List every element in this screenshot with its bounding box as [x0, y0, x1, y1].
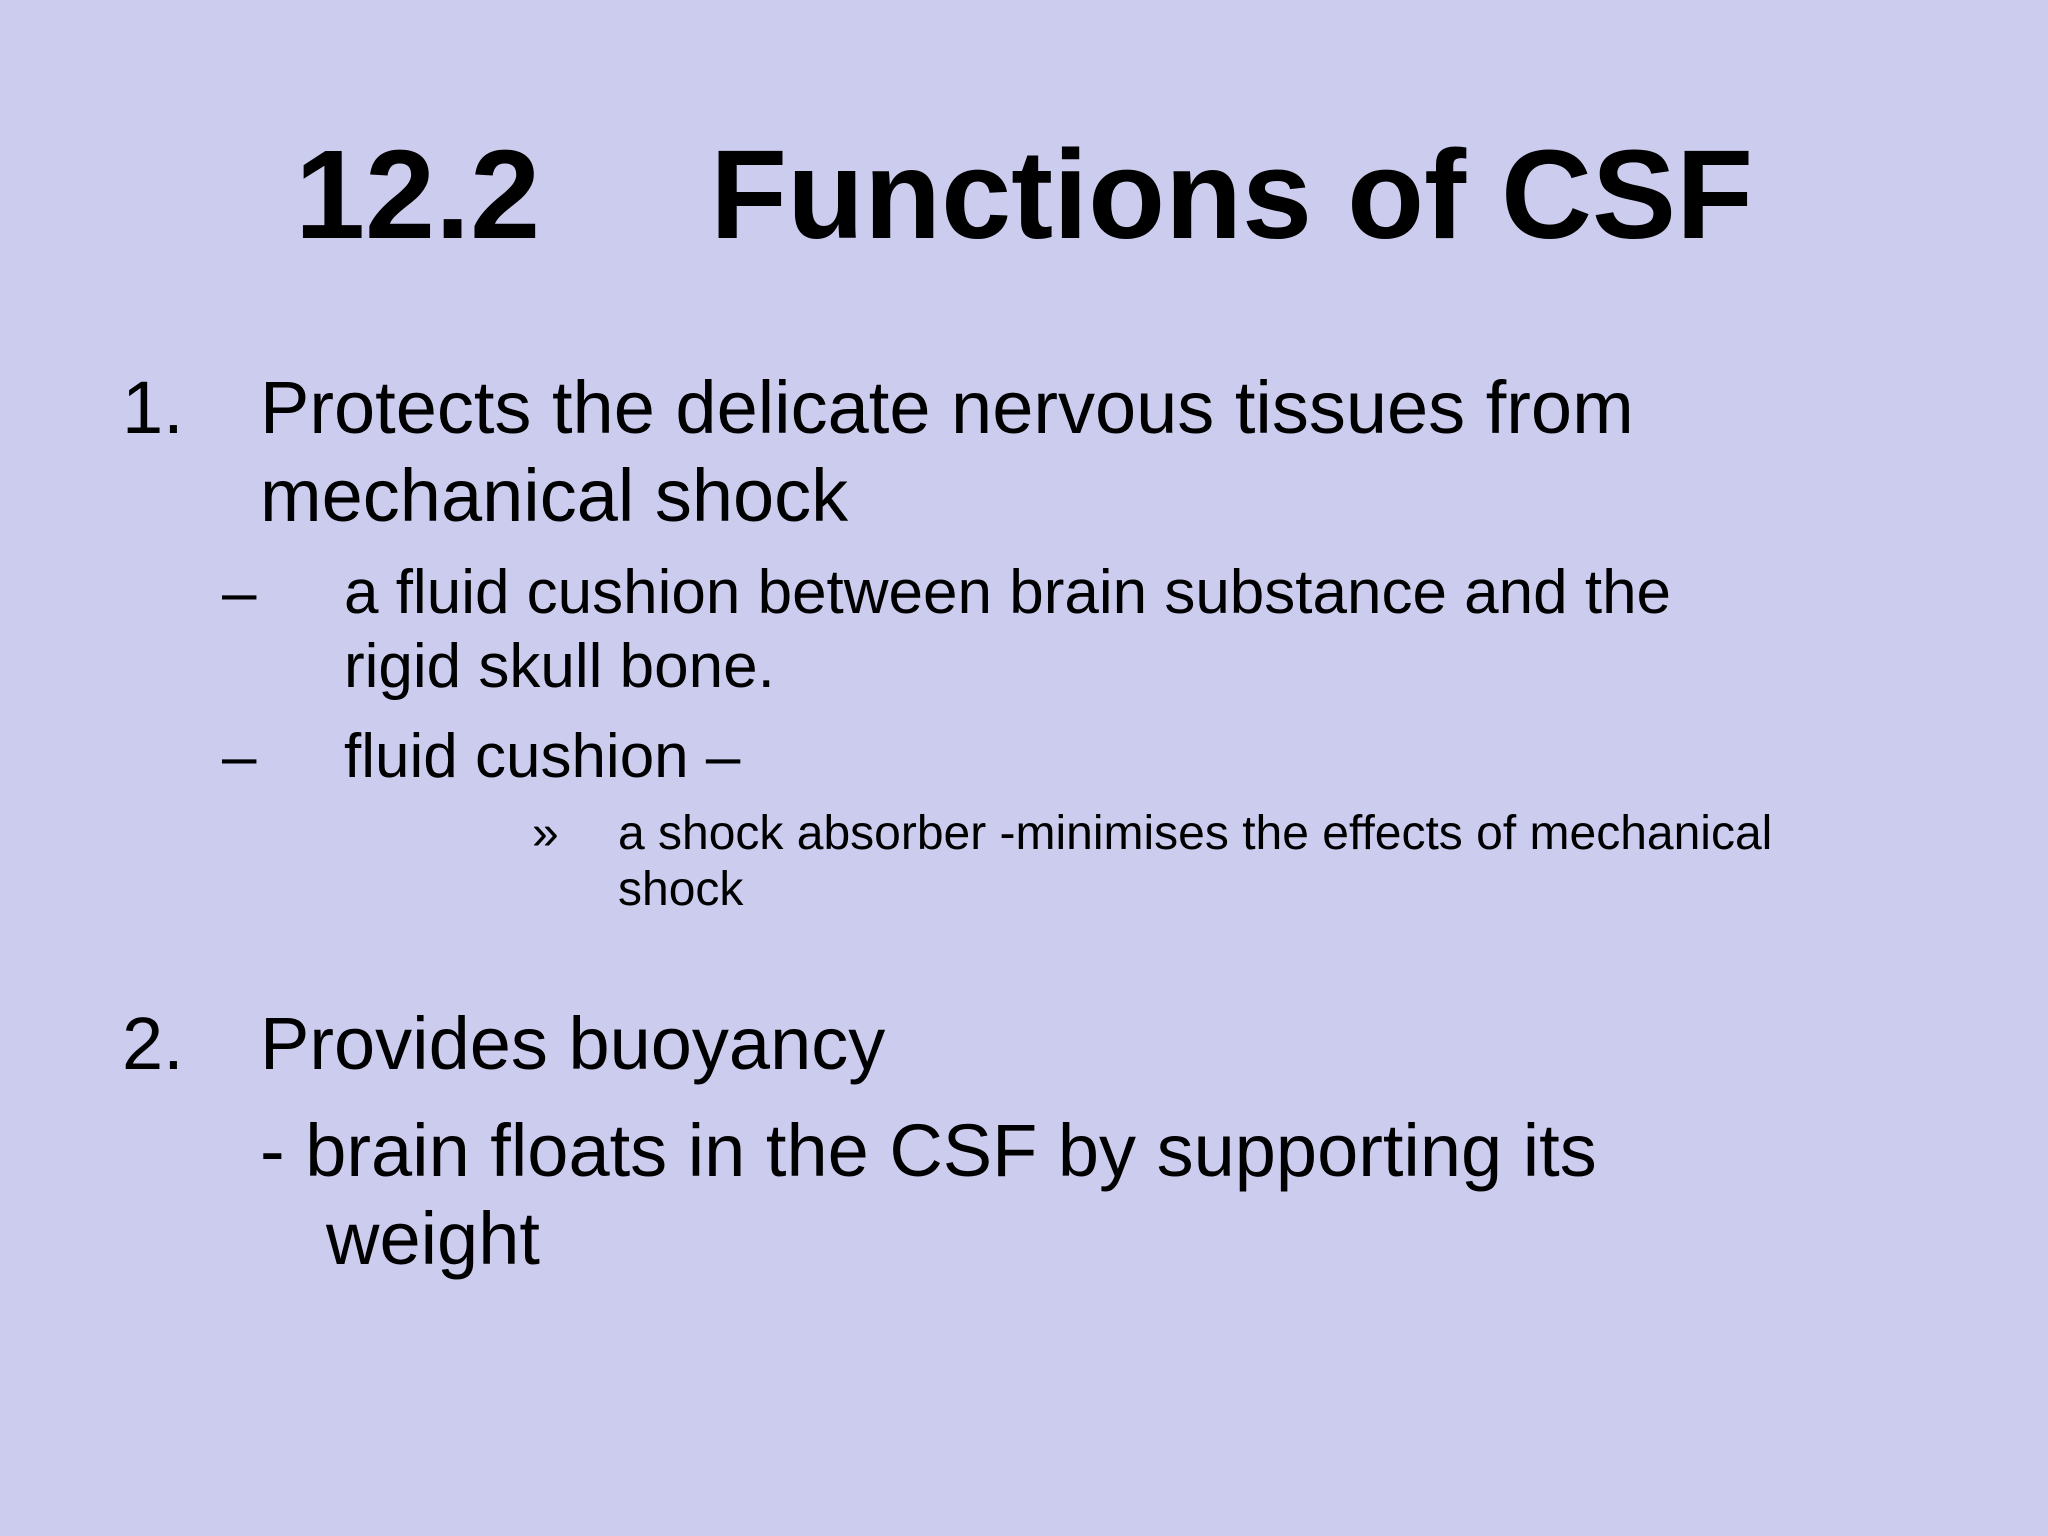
- title-section-number: 12.2: [294, 124, 541, 265]
- subsubitem-line-2: shock: [618, 863, 744, 916]
- slide-title: 12.2 Functions of CSF: [0, 120, 2048, 270]
- subsubitem-marker: »: [532, 807, 559, 860]
- subsubitem-line-1: a shock absorber -minimises the effects …: [618, 807, 1773, 860]
- item-2-continuation-line-2: weight: [326, 1197, 540, 1280]
- subitem-1b-marker: –: [222, 722, 257, 791]
- item-2-marker: 2.: [122, 1002, 184, 1085]
- item-2-continuation-line-1: - brain floats in the CSF by supporting …: [260, 1109, 1597, 1192]
- title-text: Functions of CSF: [710, 124, 1754, 265]
- subitem-1b-line-1: fluid cushion –: [344, 722, 741, 791]
- subitem-1a-line-1: a fluid cushion between brain substance …: [344, 558, 1672, 627]
- item-1-line-1: Protects the delicate nervous tissues fr…: [260, 366, 1634, 449]
- item-1-line-2: mechanical shock: [260, 454, 849, 537]
- subitem-1a-line-2: rigid skull bone.: [344, 632, 775, 701]
- subitem-1a-marker: –: [222, 558, 257, 627]
- item-1-marker: 1.: [122, 366, 184, 449]
- item-2-line-1: Provides buoyancy: [260, 1002, 886, 1085]
